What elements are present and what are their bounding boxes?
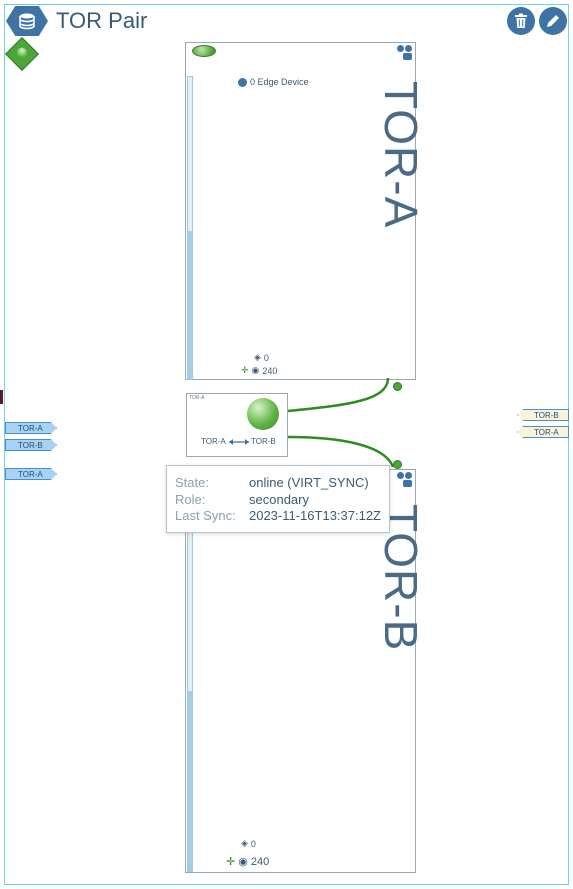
device-tor-b[interactable]: TOR-B ◈ 0 ✛ ◉ 240	[185, 469, 427, 873]
move-icon[interactable]: ✛	[241, 365, 249, 375]
header: TOR Pair	[6, 6, 147, 36]
edge-marker	[0, 390, 3, 404]
layers-icon: ◈	[254, 352, 261, 362]
link-icon[interactable]	[397, 45, 404, 52]
eye-icon: ◉	[238, 856, 248, 868]
eye-icon: ◉	[251, 365, 260, 375]
sync-node[interactable]: TOR-A TOR-A TOR-B	[186, 393, 288, 457]
top-actions	[507, 7, 567, 35]
sync-right-label: TOR-B	[251, 437, 276, 446]
sync-status-icon	[247, 398, 279, 430]
view-count: ✛ ◉ 240	[241, 365, 278, 376]
edit-button[interactable]	[539, 7, 567, 35]
left-port-tor-b[interactable]: TOR-B	[5, 439, 57, 451]
status-tooltip: State: online (VIRT_SYNC) Role: secondar…	[166, 465, 390, 533]
device-actions	[397, 472, 412, 487]
layers-icon: ◈	[241, 838, 248, 848]
info-icon[interactable]	[393, 460, 402, 469]
database-icon	[6, 6, 48, 36]
config-icon[interactable]	[403, 480, 412, 487]
link-icon[interactable]	[397, 472, 404, 479]
left-port-tor-a-2[interactable]: TOR-A	[5, 468, 57, 480]
right-port-tor-a[interactable]: TOR-A	[517, 426, 569, 438]
pencil-icon	[547, 15, 559, 27]
right-port-tor-b[interactable]: TOR-B	[517, 409, 569, 421]
config-icon[interactable]	[403, 53, 412, 60]
tooltip-row-role: Role: secondary	[175, 491, 309, 507]
info-icon[interactable]	[393, 382, 402, 391]
device-icon[interactable]	[405, 45, 412, 52]
sync-left-label: TOR-A	[201, 437, 226, 446]
page-title: TOR Pair	[56, 8, 148, 33]
device-name: TOR-A	[375, 81, 427, 229]
tor-pair-frame	[4, 4, 569, 885]
device-icon[interactable]	[405, 472, 412, 479]
layers-count: ◈ 0	[254, 352, 269, 363]
left-port-tor-a[interactable]: TOR-A	[5, 422, 57, 434]
view-count: ✛ ◉ 240	[226, 855, 270, 869]
scrollbar[interactable]	[187, 76, 193, 380]
bidirectional-arrow-icon	[229, 439, 249, 445]
layers-count: ◈ 0	[241, 838, 256, 849]
device-status-icon	[192, 45, 216, 57]
device-actions	[397, 45, 412, 60]
trash-icon	[515, 13, 527, 28]
delete-button[interactable]	[507, 7, 535, 35]
edge-device-count: 0 Edge Device	[238, 77, 309, 87]
device-tor-a[interactable]: 0 Edge Device TOR-A ◈ 0 ✛ ◉ 240	[185, 42, 427, 380]
move-icon[interactable]: ✛	[226, 856, 236, 868]
tooltip-row-last-sync: Last Sync: 2023-11-16T13:37:12Z	[175, 508, 382, 523]
tooltip-row-state: State: online (VIRT_SYNC)	[175, 475, 369, 490]
device-icon	[238, 77, 247, 87]
sync-tag: TOR-A	[189, 395, 205, 401]
